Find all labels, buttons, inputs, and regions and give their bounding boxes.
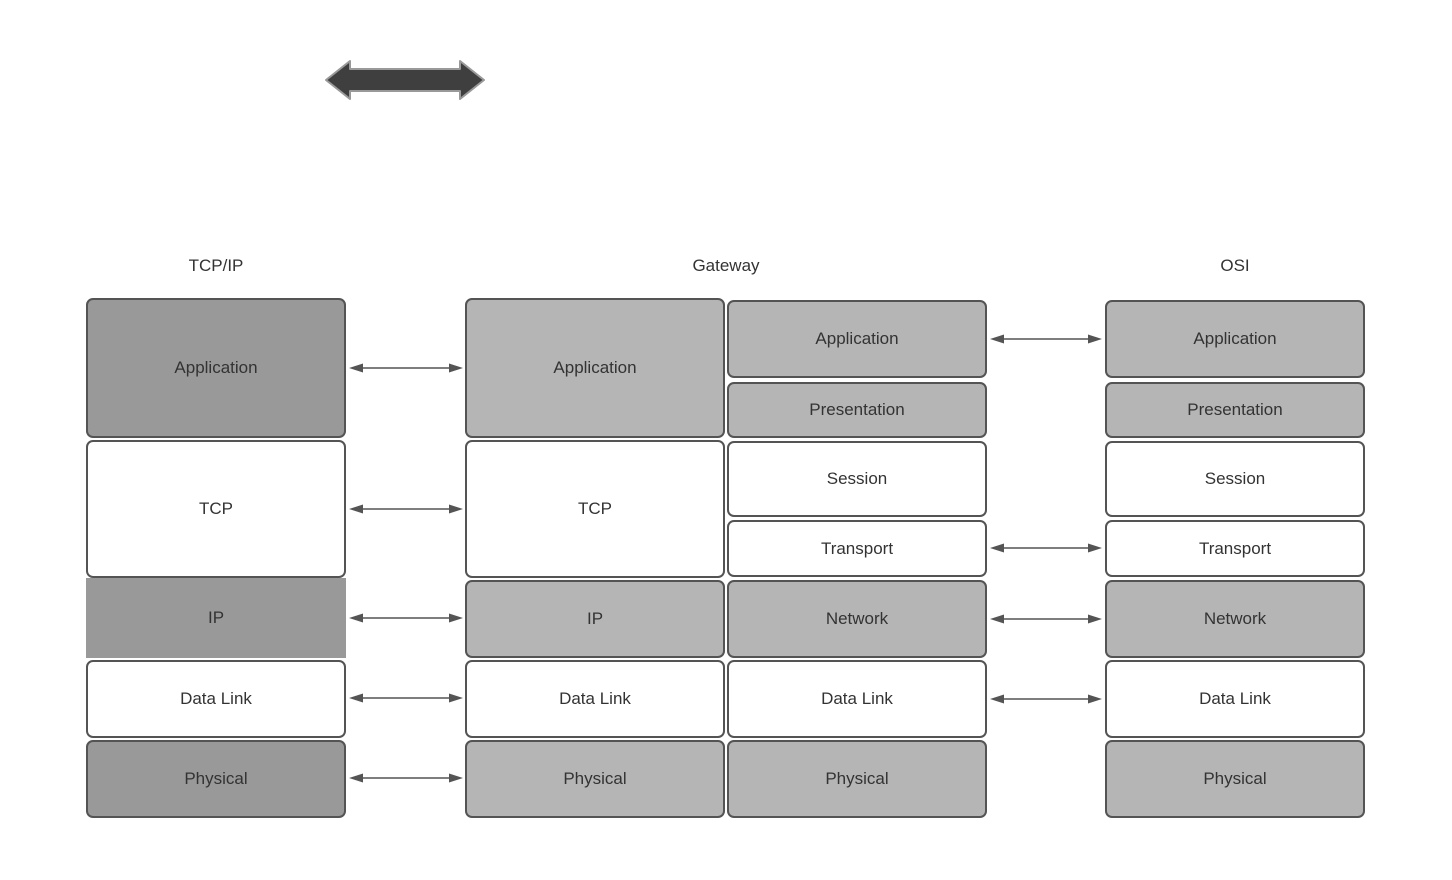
column-header-tcpip: TCP/IP (188, 256, 244, 275)
layer-gateway-right-transport: Transport (727, 520, 987, 577)
layer-label: IP (207, 608, 225, 627)
layer-gateway-right-data-link: Data Link (727, 660, 987, 738)
layer-label: Session (1204, 469, 1266, 488)
layer-gateway-right-network: Network (727, 580, 987, 658)
layer-gateway-left-tcp: TCP (465, 440, 725, 578)
layer-label: Data Link (821, 689, 893, 708)
layer-label: Application (553, 358, 637, 377)
layer-label: Data Link (180, 689, 252, 708)
layer-gateway-right-physical: Physical (727, 740, 987, 818)
layer-label: Application (1193, 329, 1277, 348)
layer-label: Physical (825, 769, 889, 788)
layer-label: IP (586, 609, 604, 628)
bidirectional-arrow-icon (349, 504, 463, 514)
layer-label: TCP (578, 499, 612, 518)
layer-label: Transport (820, 538, 894, 558)
layer-label: Physical (563, 769, 627, 788)
layer-label: Application (815, 329, 899, 348)
layer-label: Physical (1203, 769, 1267, 788)
layer-label: Network (1203, 609, 1267, 628)
layer-gateway-left-ip: IP (465, 580, 725, 658)
layer-osi-physical: Physical (1105, 740, 1365, 818)
layer-tcpip-physical: Physical (86, 740, 346, 818)
layer-label: Application (174, 358, 258, 377)
column-header-osi: OSI (1220, 256, 1250, 275)
layer-label: Transport (1198, 538, 1272, 558)
layer-gateway-left-physical: Physical (465, 740, 725, 818)
column-header-gateway: Gateway (692, 256, 760, 275)
bidirectional-arrow-icon (349, 613, 463, 623)
layer-tcpip-data-link: Data Link (86, 660, 346, 738)
layer-gateway-right-presentation: Presentation (727, 382, 987, 438)
layer-gateway-right-application: Application (727, 300, 987, 378)
layer-gateway-left-data-link: Data Link (465, 660, 725, 738)
layer-label: Network (825, 609, 889, 628)
layer-tcpip-tcp: TCP (86, 440, 346, 578)
layer-tcpip-ip: IP (86, 578, 346, 658)
bidirectional-arrow-icon (990, 614, 1102, 624)
layer-osi-presentation: Presentation (1105, 382, 1365, 438)
layer-tcpip-application: Application (86, 298, 346, 438)
bidirectional-arrow-icon (990, 543, 1102, 553)
bidirectional-arrow-icon (990, 694, 1102, 704)
layer-osi-session: Session (1105, 441, 1365, 517)
layer-label: Data Link (1199, 689, 1271, 708)
layer-osi-application: Application (1105, 300, 1365, 378)
layer-osi-data-link: Data Link (1105, 660, 1365, 738)
layer-osi-transport: Transport (1105, 520, 1365, 577)
layer-osi-network: Network (1105, 580, 1365, 658)
bidirectional-arrow-icon (349, 363, 463, 373)
layer-gateway-left-application: Application (465, 298, 725, 438)
thick-double-arrow-icon (325, 60, 485, 100)
layer-label: TCP (199, 499, 233, 518)
bidirectional-arrow-icon (349, 693, 463, 703)
layer-label: Presentation (1187, 400, 1283, 419)
layer-gateway-right-session: Session (727, 441, 987, 517)
layer-label: Presentation (809, 400, 905, 419)
layer-label: Physical (184, 769, 248, 788)
layer-label: Session (826, 469, 888, 488)
layer-label: Data Link (559, 689, 631, 708)
bidirectional-arrow-icon (349, 773, 463, 783)
bidirectional-arrow-icon (990, 334, 1102, 344)
